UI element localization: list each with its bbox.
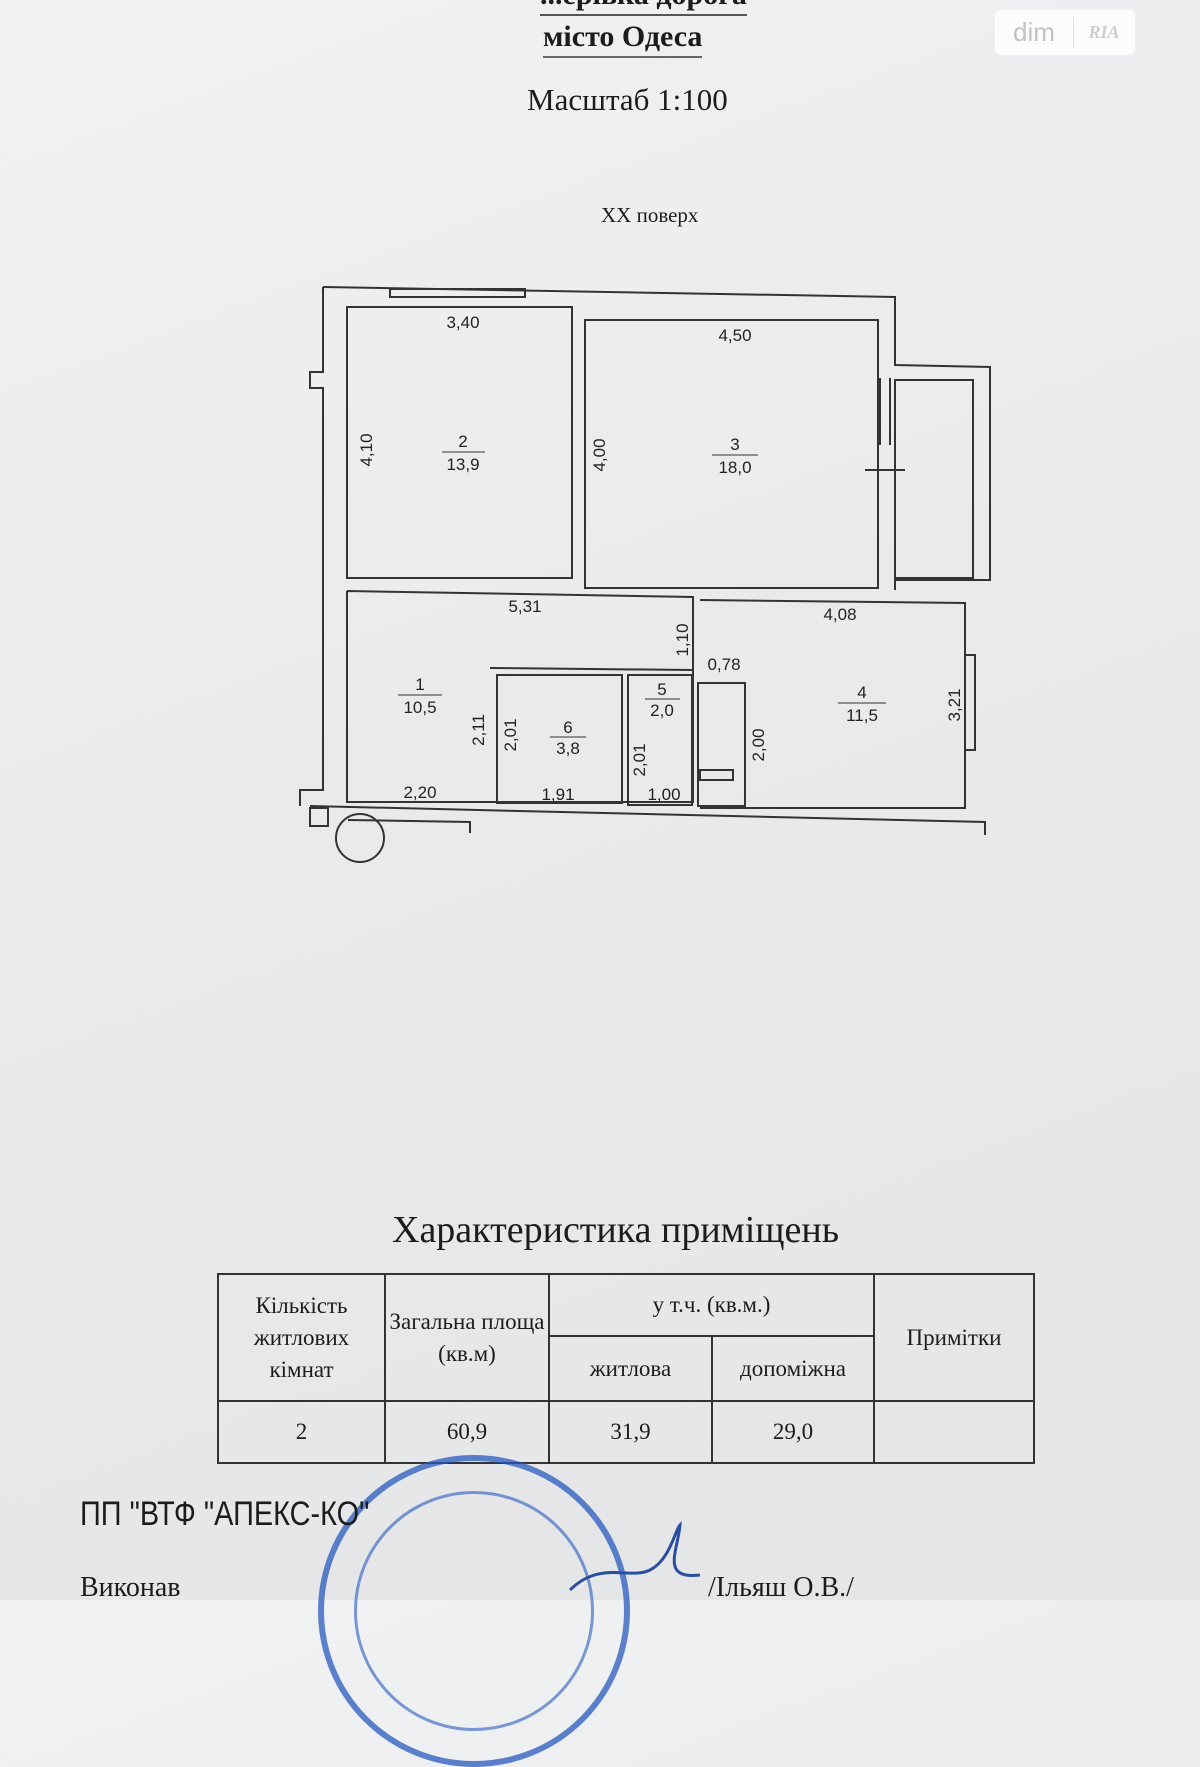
room-5-number: 5 [657, 680, 666, 699]
dimria-watermark-logo: dim RIA [995, 10, 1135, 55]
room-6-number: 6 [563, 718, 572, 737]
street-heading: ...ерівка дорога [540, 0, 747, 16]
dim-closet-width: 0,78 [707, 655, 740, 674]
dim-r5-width: 1,00 [647, 785, 680, 804]
dim-r1-bottom: 2,20 [403, 783, 436, 802]
header-auxiliary: допоміжна [711, 1335, 875, 1402]
dim-r1-height: 2,11 [469, 714, 488, 746]
cell-rooms-count: 2 [217, 1400, 386, 1464]
floor-label: XX поверх [601, 203, 699, 227]
cell-auxiliary: 29,0 [711, 1400, 875, 1464]
room-1-area: 10,5 [403, 698, 436, 717]
dim-r1-width: 5,31 [508, 597, 541, 616]
header-total-area: Загальна площа (кв.м) [384, 1273, 550, 1402]
cell-living: 31,9 [548, 1400, 713, 1464]
cell-notes [873, 1400, 1035, 1464]
room-6-area: 3,8 [556, 739, 580, 758]
scale-label: Масштаб 1:100 [527, 82, 728, 117]
city-heading: місто Одеса [543, 20, 703, 58]
watermark-ria: RIA [1088, 22, 1120, 42]
dim-r3-height: 4,00 [590, 438, 609, 471]
watermark-dim: dim [995, 17, 1074, 48]
dim-r3-width: 4,50 [718, 326, 751, 345]
header-notes: Примітки [873, 1273, 1035, 1402]
dim-r6-width: 1,91 [541, 785, 574, 804]
table-title: Характеристика приміщень [392, 1209, 840, 1251]
room-2-number: 2 [458, 432, 467, 451]
table-row: 2 60,9 31,9 29,0 [217, 1400, 1035, 1464]
dim-r2-width: 3,40 [446, 313, 479, 332]
header-living: житлова [548, 1335, 713, 1402]
executor-label: Виконав [80, 1572, 181, 1603]
room-characteristics-table: Кількість житлових кімнат Загальна площа… [217, 1273, 1035, 1464]
room-3-area: 18,0 [718, 458, 751, 477]
room-3-number: 3 [730, 435, 739, 454]
plan-walls [299, 286, 991, 863]
header-rooms-count: Кількість житлових кімнат [217, 1273, 386, 1402]
floor-plan: 3,40 4,10 2 13,9 4,50 4,00 3 18,0 5,31 1… [299, 286, 991, 863]
dim-r6-height: 2,01 [501, 718, 520, 751]
dim-r2-height: 4,10 [357, 433, 376, 466]
room-1-number: 1 [415, 675, 424, 694]
organization-name: ПП "ВТФ "АПЕКС-КО" [80, 1495, 370, 1533]
room-4-area: 11,5 [846, 706, 878, 725]
dim-r5-height: 2,01 [630, 743, 649, 776]
dim-hall-height: 1,10 [673, 623, 692, 656]
room-4-number: 4 [857, 683, 866, 702]
dim-closet-height: 2,00 [749, 728, 768, 761]
dim-r4-height: 3,21 [945, 688, 964, 721]
room-5-area: 2,0 [650, 701, 674, 720]
room-2-area: 13,9 [446, 455, 479, 474]
signature [568, 1521, 701, 1592]
header-including: у т.ч. (кв.м.) [548, 1273, 875, 1337]
signer-name: /Ільяш О.В./ [708, 1572, 854, 1603]
dim-r4-width: 4,08 [823, 605, 856, 624]
cell-total-area: 60,9 [384, 1400, 550, 1464]
